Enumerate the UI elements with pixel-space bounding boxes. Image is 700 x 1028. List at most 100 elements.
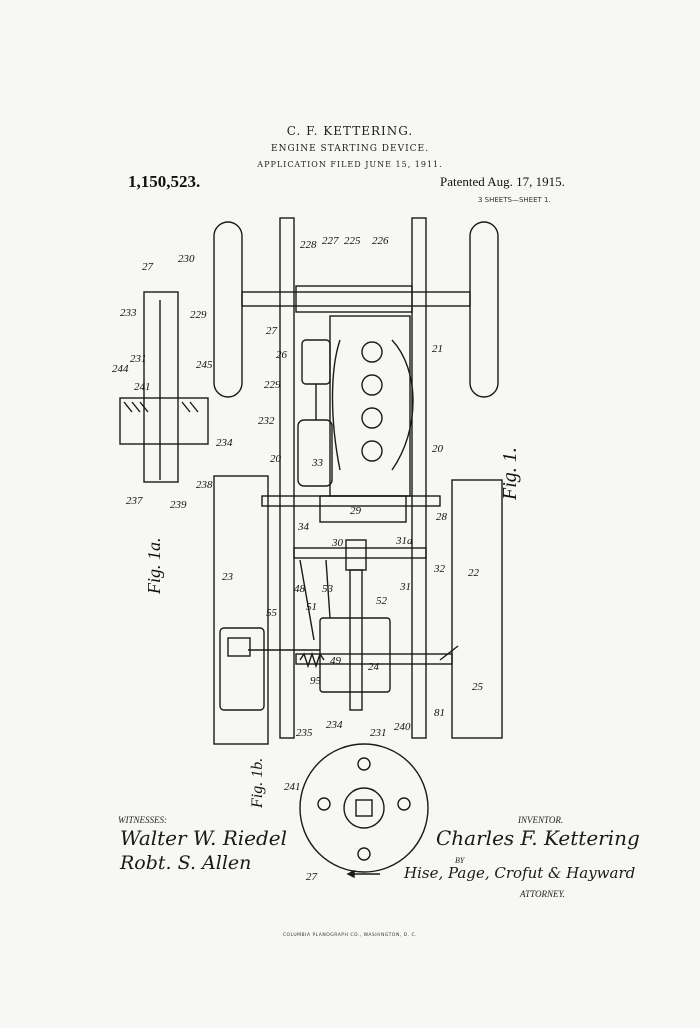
callout: 27 (266, 325, 278, 337)
motor-33 (297, 419, 333, 487)
radiator (295, 285, 413, 313)
cross-member (293, 547, 427, 559)
callout: 95 (310, 675, 322, 687)
generator-26 (301, 339, 331, 385)
fig1b-flywheel (299, 743, 429, 873)
callout: 23 (222, 571, 234, 583)
patent-number: 1,150,523. (128, 172, 201, 191)
fig1-label: Fig. 1. (499, 447, 521, 501)
front-axle (241, 291, 471, 307)
witness-signature-1: Walter W. Riedel (120, 826, 288, 850)
main-callouts: 228 227 225 226 27 26 21 229 232 20 33 2… (222, 235, 484, 719)
callout: 234 (216, 437, 233, 449)
callout: 231 (370, 727, 387, 739)
fig1b-callouts: 235 234 231 240 241 27 (284, 719, 411, 883)
callout: 232 (258, 415, 275, 427)
fig1b-pin (357, 847, 371, 861)
cylinder (361, 341, 383, 363)
fig1b-pin (397, 797, 411, 811)
callout: 237 (126, 495, 143, 507)
callout: 25 (472, 681, 484, 693)
rear-axle-shaft (295, 653, 453, 665)
witness-signature-2: Robt. S. Allen (120, 852, 252, 874)
switch-panel (219, 627, 265, 711)
clutch-30 (345, 539, 367, 571)
callout: 81 (434, 707, 445, 719)
by-label: BY (455, 856, 465, 865)
inventor-label: INVENTOR. (518, 815, 564, 825)
fig1a-housing (119, 397, 209, 445)
callout: 32 (433, 563, 446, 575)
callout: 231 (130, 353, 147, 365)
front-right-wheel (469, 221, 499, 398)
cross-member (261, 495, 441, 507)
callout: 33 (311, 457, 324, 469)
callout: 229 (264, 379, 281, 391)
callout: 30 (331, 537, 344, 549)
fig1b-keyway (355, 799, 373, 817)
callout: 229 (190, 309, 207, 321)
callout: 226 (372, 235, 389, 247)
callout: 49 (330, 655, 342, 667)
switch-window (227, 637, 251, 657)
callout: 48 (294, 583, 306, 595)
device-title: ENGINE STARTING DEVICE. (271, 144, 429, 154)
callout: 245 (196, 359, 213, 371)
cylinder (361, 407, 383, 429)
propeller-shaft-52 (349, 569, 363, 711)
callout: 241 (134, 381, 151, 393)
fig1a-callouts: 27 230 233 229 231 244 241 245 234 237 2… (112, 253, 233, 511)
inventor-signature: Charles F. Kettering (436, 826, 640, 850)
callout: 238 (196, 479, 213, 491)
callout: 241 (284, 781, 301, 793)
callout: 227 (322, 235, 339, 247)
fig1a-hatching (123, 401, 199, 413)
callout: 55 (266, 607, 278, 619)
callout: 234 (326, 719, 343, 731)
callout: 29 (350, 505, 362, 517)
callout: 24 (368, 661, 380, 673)
sheet-count: 3 SHEETS—SHEET 1. (478, 196, 551, 204)
fig1a-shaft (143, 291, 179, 483)
callout: 239 (170, 499, 187, 511)
fig1b-pin (357, 757, 371, 771)
lever-25 (439, 645, 459, 661)
fig1b-pin (317, 797, 331, 811)
witnesses-label: WITNESSES: (118, 815, 167, 825)
callout: 233 (120, 307, 137, 319)
front-left-wheel (213, 221, 243, 398)
spring (299, 651, 325, 669)
attorney-label: ATTORNEY. (520, 889, 565, 899)
cylinder (361, 374, 383, 396)
callout: 27 (306, 871, 318, 883)
callout: 31 (399, 581, 411, 593)
callout: 225 (344, 235, 361, 247)
callout: 51 (306, 601, 317, 613)
callout: 34 (297, 521, 310, 533)
exhaust-manifold (331, 339, 341, 471)
callout: 228 (300, 239, 317, 251)
control-rod-53 (325, 559, 331, 619)
fig1b-label: Fig. 1b. (249, 758, 266, 809)
control-rod-48 (299, 559, 315, 641)
frame-rail-left (279, 217, 295, 739)
inventor-name: C. F. KETTERING. (286, 124, 414, 138)
callout: 21 (432, 343, 443, 355)
left-running-board-23 (213, 475, 269, 745)
attorney-signature: Hise, Page, Crofut & Hayward (404, 864, 636, 882)
callout: 230 (178, 253, 195, 265)
right-running-board-22 (451, 479, 503, 739)
callout: 28 (436, 511, 448, 523)
fig1a-label: Fig. 1a. (144, 538, 164, 596)
fig1b-hub (343, 787, 385, 829)
callout: 235 (296, 727, 313, 739)
callout: 244 (112, 363, 129, 375)
callout: 22 (468, 567, 480, 579)
callout: 53 (322, 583, 334, 595)
callout: 20 (270, 453, 282, 465)
callout: 20 (432, 443, 444, 455)
flywheel-29 (319, 495, 407, 523)
printer-imprint: COLUMBIA PLANOGRAPH CO., WASHINGTON, D. … (282, 933, 418, 938)
